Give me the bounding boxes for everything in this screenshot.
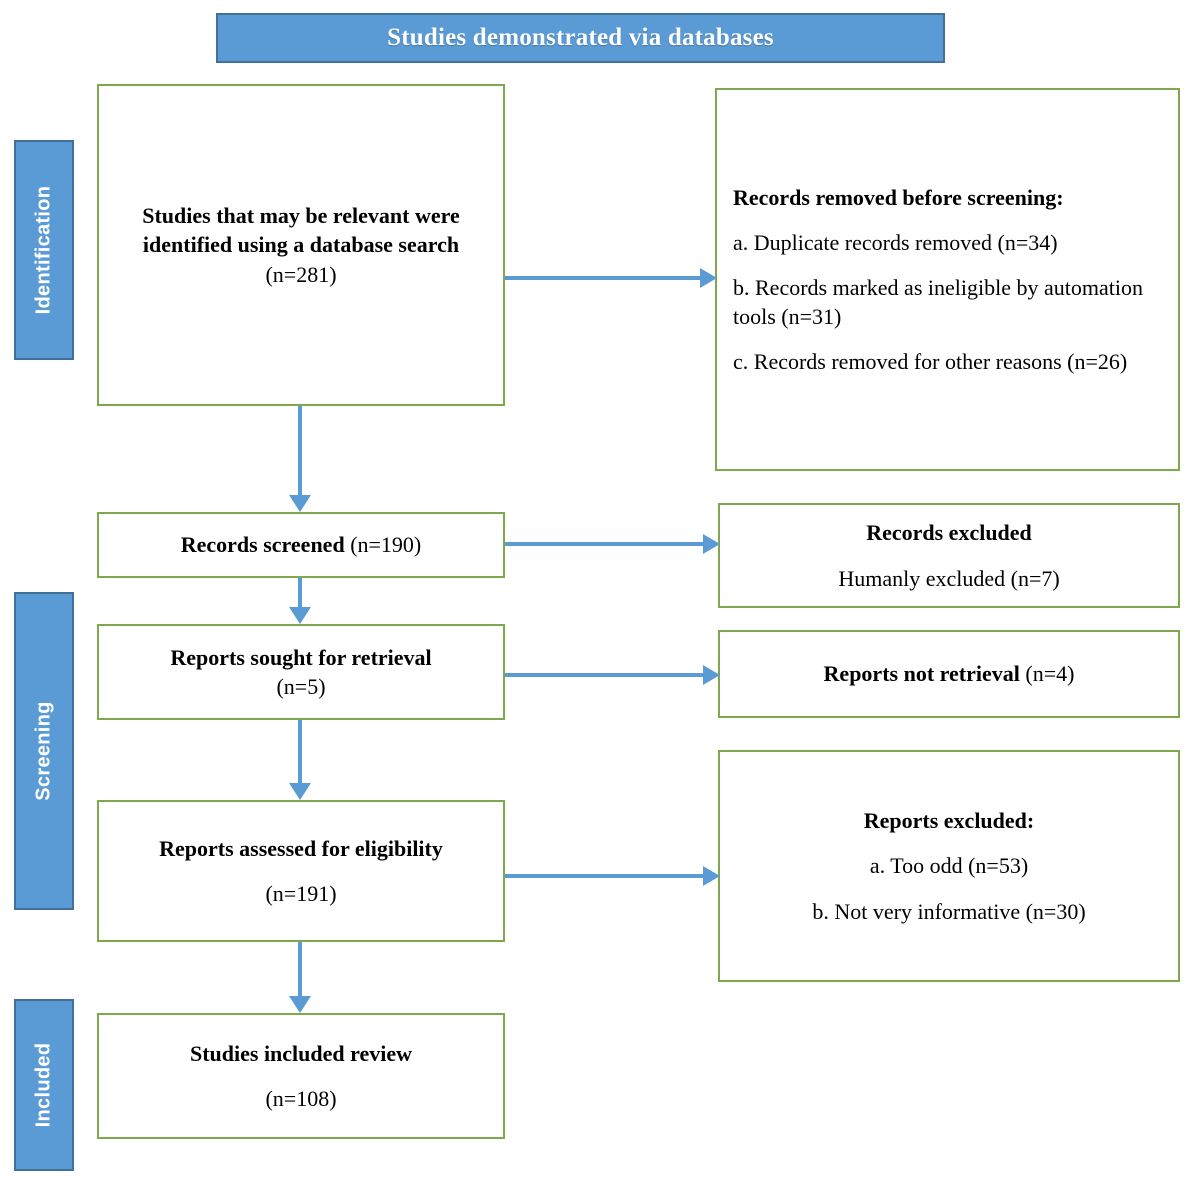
box-reports-not-retrieval: Reports not retrieval (n=4) [718,630,1180,718]
arrow-shaft [505,276,700,280]
box-records-screened-count: (n=190) [350,532,422,558]
box-studies-identified-label: Studies that may be relevant were identi… [142,203,460,258]
box-reports-assessed-label: Reports assessed for eligibility [159,835,443,861]
diagram-title-banner: Studies demonstrated via databases [216,13,945,63]
box-records-screened-label: Records screened [180,532,345,558]
box-reports-excluded-item-a: a. Too odd (n=53) [869,853,1029,879]
box-studies-included-count: (n=108) [265,1086,337,1111]
arrow-identified-to-removed [505,264,717,292]
box-reports-assessed-count: (n=191) [265,881,337,906]
arrow-screened-to-sought [288,578,312,624]
stage-label-included: Included [32,1042,55,1128]
arrow-head-right-icon [703,665,720,685]
box-reports-sought-label: Reports sought for retrieval [170,644,432,670]
arrow-identified-to-screened [288,406,312,512]
box-records-excluded-detail: Humanly excluded (n=7) [838,565,1060,591]
box-reports-not-retrieval-count: (n=4) [1025,661,1075,687]
arrow-sought-to-assessed [288,720,312,800]
arrow-shaft [298,578,302,607]
box-studies-identified-text: Studies that may be relevant were identi… [113,201,489,288]
arrow-shaft [505,874,703,878]
arrow-shaft [505,673,703,677]
box-reports-sought-for-retrieval: Reports sought for retrieval (n=5) [97,624,505,720]
box-reports-sought-count: (n=5) [276,674,326,699]
box-reports-excluded-heading: Reports excluded: [863,808,1035,834]
arrow-head-down-icon [289,607,311,624]
diagram-title-text: Studies demonstrated via databases [387,24,774,51]
arrow-head-down-icon [289,495,311,512]
box-studies-identified: Studies that may be relevant were identi… [97,84,505,406]
box-reports-excluded-item-b: b. Not very informative (n=30) [812,898,1086,924]
stage-band-identification: Identification [14,140,74,360]
box-records-removed-item-c: c. Records removed for other reasons (n=… [733,349,1128,375]
arrow-screened-to-excluded [505,530,720,558]
box-records-screened: Records screened (n=190) [97,512,505,578]
stage-band-included: Included [14,999,74,1171]
box-records-removed-item-b: b. Records marked as ineligible by autom… [733,274,1143,330]
arrow-shaft [505,542,703,546]
stage-label-identification: Identification [32,185,55,315]
box-records-removed-before-screening: Records removed before screening: a. Dup… [715,88,1180,471]
box-reports-not-retrieval-label: Reports not retrieval [823,661,1020,687]
stage-label-screening: Screening [32,701,55,801]
arrow-shaft [298,406,302,495]
box-records-screened-text: Records screened (n=190) [181,530,422,559]
stage-band-screening: Screening [14,592,74,910]
arrow-assessed-to-included [288,942,312,1013]
arrow-head-right-icon [703,534,720,554]
box-records-removed-heading: Records removed before screening: [733,184,1064,210]
box-studies-included-review: Studies included review (n=108) [97,1013,505,1139]
box-records-removed-item-a: a. Duplicate records removed (n=34) [733,229,1058,255]
box-reports-assessed-for-eligibility: Reports assessed for eligibility (n=191) [97,800,505,942]
box-reports-excluded: Reports excluded: a. Too odd (n=53) b. N… [718,750,1180,982]
arrow-head-down-icon [289,783,311,800]
arrow-sought-to-not-retrieval [505,661,720,689]
arrow-assessed-to-reports-excluded [505,862,720,890]
box-studies-identified-count: (n=281) [265,261,337,287]
arrow-shaft [298,942,302,996]
arrow-head-right-icon [703,866,720,886]
box-records-excluded: Records excluded Humanly excluded (n=7) [718,503,1180,608]
arrow-shaft [298,720,302,783]
arrow-head-down-icon [289,996,311,1013]
box-records-excluded-heading: Records excluded [866,520,1032,546]
box-studies-included-label: Studies included review [189,1040,413,1066]
box-reports-not-retrieval-text: Reports not retrieval (n=4) [824,659,1075,688]
arrow-head-right-icon [700,268,717,288]
